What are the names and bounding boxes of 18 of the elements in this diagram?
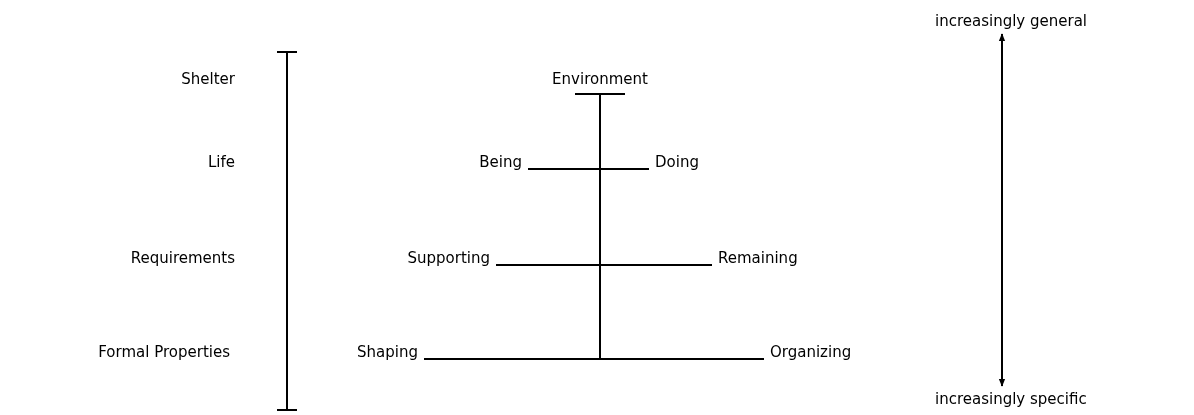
connector-line [423,358,765,360]
level-label: Requirements [130,249,235,267]
level-label: Life [207,153,235,171]
level-label: Shelter [181,70,235,88]
node-label: Organizing [770,343,852,361]
node-label: Environment [552,70,648,88]
node-label: Being [479,153,522,171]
node-label: Supporting [407,249,490,267]
double-arrow [998,33,1006,387]
node-label: Doing [655,153,699,171]
node-label: Shaping [357,343,418,361]
node-label: Remaining [718,249,798,267]
node-label: increasingly specific [935,390,1087,408]
level-label: Formal Properties [98,343,230,361]
node-label: increasingly general [935,12,1087,30]
connector-line [495,264,713,266]
connector-line [527,168,650,170]
tree-trunk [574,93,626,360]
